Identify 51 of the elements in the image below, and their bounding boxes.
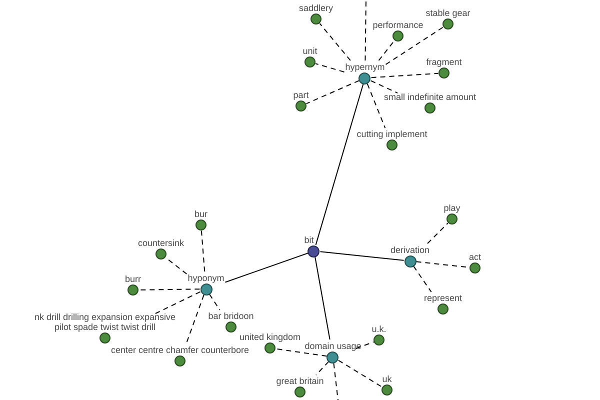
- node-label: stable gear: [426, 8, 470, 18]
- node-label: hypernym: [345, 62, 385, 72]
- dashed-connector: [370, 80, 398, 94]
- dashed-connector: [370, 72, 439, 78]
- node-label: burr: [124, 274, 141, 284]
- node-label: bur: [194, 209, 208, 219]
- connector-line: [224, 252, 308, 283]
- connector-line: [315, 83, 364, 246]
- node-label: countersink: [138, 238, 184, 248]
- dashed-connector: [413, 266, 432, 292]
- dashed-connector: [366, 83, 386, 129]
- dashed-connector: [275, 348, 328, 357]
- node-label: uk: [382, 374, 392, 384]
- node-label: u.k.: [372, 324, 386, 334]
- node-label: performance: [372, 20, 424, 30]
- dashed-connector: [200, 230, 206, 272]
- dashed-connector: [319, 22, 351, 61]
- node-label: hyponym: [188, 272, 224, 282]
- dashed-connector: [315, 63, 345, 72]
- dashed-connector: [155, 291, 201, 314]
- node-label: small indefinite amount: [384, 92, 476, 102]
- node-label: united kingdom: [239, 332, 301, 342]
- connector-line: [314, 256, 330, 340]
- node-label: derivation: [390, 244, 430, 254]
- node-label: play: [444, 203, 460, 213]
- node-label: represent: [424, 293, 462, 303]
- node-label: bit: [304, 234, 314, 244]
- dashed-connector: [385, 26, 444, 65]
- node-label: unit: [302, 46, 318, 56]
- node-label: center centre chamfer counterbore: [110, 345, 250, 355]
- dashed-connector: [427, 222, 448, 244]
- node-label: saddlery: [298, 3, 334, 13]
- dashed-connector: [186, 294, 204, 344]
- dashed-connector: [306, 80, 360, 104]
- dashed-connector: [138, 288, 200, 290]
- dashed-connector: [338, 360, 383, 388]
- node-label: part: [293, 90, 309, 100]
- dashed-connector: [356, 342, 374, 349]
- node-label: act: [468, 252, 481, 262]
- dashed-connector: [378, 40, 395, 61]
- dashed-connector: [208, 294, 220, 310]
- node-label: great britain: [276, 376, 324, 386]
- node-label: bar bridoon: [208, 311, 254, 321]
- node-label: fragment: [426, 57, 462, 67]
- node-label: nk drill drilling expansion expansive pilot spade twist twist drill: [33, 312, 177, 332]
- node-label: cutting implement: [356, 129, 428, 139]
- node-label: domain usage: [304, 340, 362, 350]
- dashed-connector: [364, 0, 366, 61]
- connector-line: [320, 251, 404, 261]
- dashed-connector: [316, 361, 330, 376]
- dashed-connector: [333, 362, 338, 400]
